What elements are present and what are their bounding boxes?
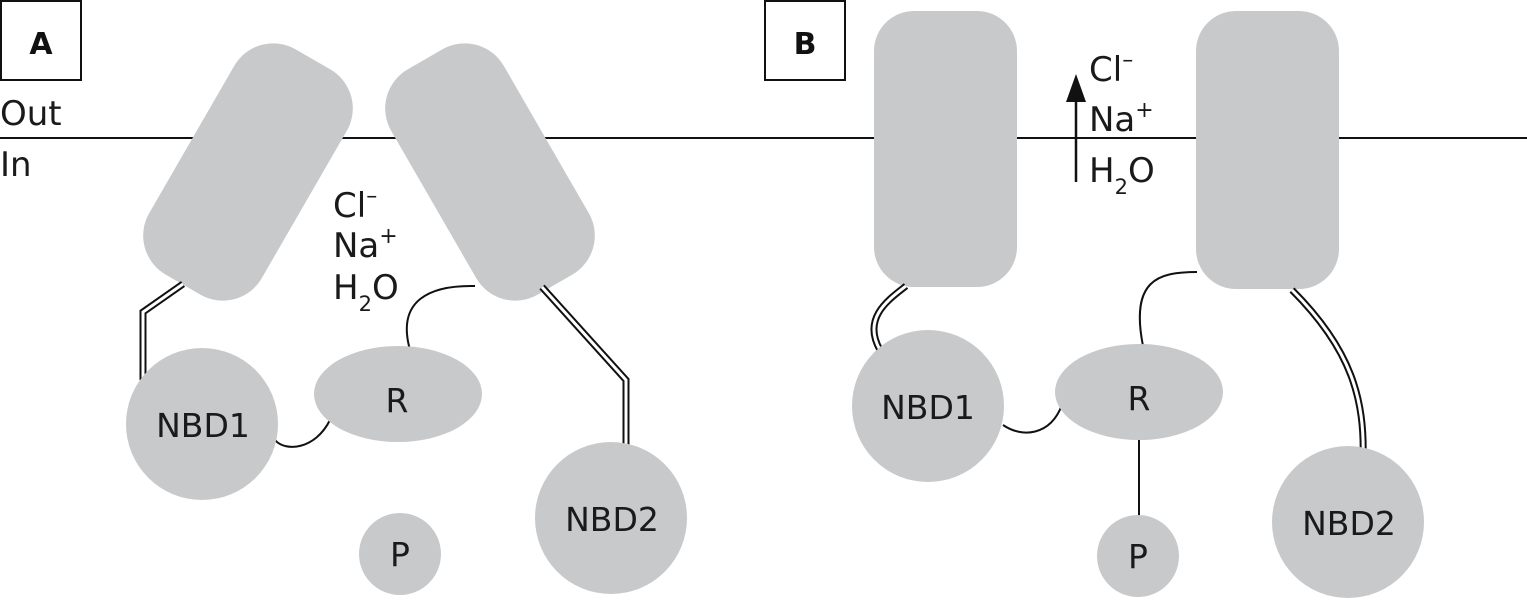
panel-b-r-domain [1055, 344, 1223, 440]
panel-a-tag: A [29, 27, 53, 62]
panel-b-linker-r-tmd2 [1138, 271, 1198, 347]
panel-b-na: Na+ [1089, 98, 1154, 140]
panel-b-cl: Cl– [1089, 48, 1133, 90]
panel-b-nbd2-label: NBD2 [1302, 504, 1396, 543]
panel-b-r-label: R [1128, 379, 1151, 418]
panel-a-linker-nbd1-r [274, 419, 331, 448]
panel-a-cl: Cl– [333, 184, 377, 226]
panel-b-tag: B [794, 27, 817, 62]
panel-b-phosphate [1097, 515, 1179, 597]
panel-a-linker-r-tmd2 [405, 284, 476, 351]
panel-a-r-domain [314, 346, 482, 442]
panel-b-nbd2 [1272, 446, 1424, 598]
panel-b-phosphate-label: P [1128, 537, 1148, 576]
panel-a-tmd-right [385, 43, 595, 301]
panel-b-tag-box [764, 0, 846, 81]
panel-a-nbd1 [126, 348, 278, 500]
panel-b-tmd-right [1196, 11, 1339, 289]
panel-a-na: Na+ [333, 224, 398, 266]
panel-b-nbd1-label: NBD1 [881, 388, 975, 427]
panel-a-nbd1-label: NBD1 [156, 406, 250, 445]
panel-a-tmd-left [143, 43, 353, 301]
panel-a-h2o: H2O [333, 268, 399, 316]
out-label: Out [0, 94, 62, 134]
panel-a-nbd2 [535, 442, 687, 594]
panel-a-ion-list: Cl– Na+ H2O [333, 184, 399, 316]
panel-a-nbd2-label: NBD2 [565, 500, 659, 539]
in-label: In [0, 145, 32, 185]
panel-b-arrowhead [1066, 74, 1086, 102]
panel-a-r-label: R [386, 381, 409, 420]
panel-a-phosphate-label: P [390, 535, 410, 574]
panel-b-linker-nbd2 [1289, 287, 1367, 461]
panel-b-ion-list: Cl– Na+ H2O [1089, 48, 1155, 199]
panel-a-tag-box [0, 0, 82, 81]
panel-a: A NBD1 R NBD2 P Cl– Na+ [0, 0, 687, 595]
panel-b: B NBD1 R NBD2 P Cl– Na [764, 0, 1424, 598]
panel-a-phosphate [359, 513, 441, 595]
panel-b-tmd-left [874, 11, 1017, 287]
panel-b-nbd1 [852, 330, 1004, 482]
panel-b-h2o: H2O [1089, 151, 1155, 199]
panel-b-linker-nbd1-r [1002, 404, 1063, 434]
